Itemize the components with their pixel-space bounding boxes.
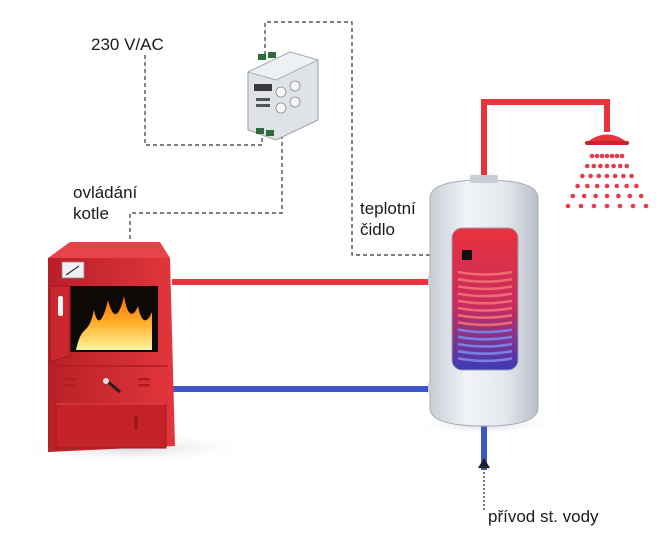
spray-drop: [604, 193, 610, 199]
spray-drop: [604, 183, 610, 189]
spray-drop: [614, 153, 620, 159]
spray-drop: [616, 193, 621, 199]
boiler-control-label-line1: ovládání: [73, 183, 138, 202]
boiler-control-wire: [129, 135, 283, 246]
hot-water-tank-icon: [428, 175, 539, 427]
spray-drop: [570, 193, 576, 199]
spray-drop: [611, 163, 616, 169]
spray-drop: [594, 153, 600, 159]
sensor-wire: [264, 21, 462, 256]
spray-drop: [612, 173, 618, 179]
water-inlet-label: přívod st. vody: [488, 507, 599, 526]
heat-exchanger-coil: [457, 270, 513, 363]
coil-turn: [457, 321, 513, 327]
spray-drop: [575, 183, 580, 189]
spray-drop: [594, 183, 600, 189]
hot-water-outlet-pipe: [481, 99, 610, 182]
coil-turn: [457, 342, 513, 348]
boiler-control-label-line2: kotle: [73, 204, 109, 223]
spray-drop: [598, 163, 603, 169]
spray-drop: [599, 153, 605, 159]
spray-drop: [621, 173, 626, 179]
hot-flow-pipe: [172, 279, 434, 285]
shower-spray: [565, 153, 649, 209]
coil-turn: [457, 299, 513, 305]
spray-drop: [643, 203, 649, 209]
solid-fuel-boiler-icon: [48, 242, 175, 452]
spray-drop: [604, 163, 610, 169]
cold-return-pipe: [172, 386, 434, 392]
coil-turn: [457, 277, 513, 283]
sensor-label-line1: teplotní: [360, 199, 416, 218]
spray-drop: [617, 163, 623, 169]
spray-drop: [591, 163, 597, 169]
supply-voltage-label: 230 V/AC: [91, 35, 164, 54]
spray-drop: [634, 183, 639, 189]
sensor-label-line2: čidlo: [360, 220, 395, 239]
spray-drop: [624, 183, 629, 189]
spray-drop: [589, 153, 595, 159]
spray-drop: [588, 173, 593, 179]
spray-drop: [617, 203, 623, 209]
spray-drop: [581, 193, 587, 199]
spray-drop: [584, 163, 590, 169]
spray-drop: [629, 173, 634, 179]
coil-turn: [457, 292, 513, 298]
coil-turn: [457, 285, 513, 291]
spray-drop: [604, 153, 610, 159]
spray-drop: [630, 203, 636, 209]
coil-turn: [457, 313, 513, 319]
water-inflow-arrow-icon: [478, 458, 490, 510]
spray-drop: [619, 153, 625, 159]
spray-drop: [614, 183, 620, 189]
open-firebox-door: [49, 285, 71, 363]
spray-drop: [604, 173, 610, 179]
spray-drop: [593, 193, 598, 199]
spray-drop: [565, 203, 571, 209]
cold-water-inlet-pipe: [481, 418, 487, 470]
spray-drop: [578, 203, 584, 209]
temperature-sensor-icon: [462, 250, 472, 260]
spray-drop: [627, 193, 633, 199]
tank-cutaway: [451, 227, 519, 371]
pipes: [172, 99, 610, 470]
coil-turn: [457, 349, 513, 355]
spray-drop: [604, 203, 610, 209]
spray-drop: [624, 163, 630, 169]
spray-drop: [609, 153, 615, 159]
spray-drop: [580, 173, 585, 179]
spray-drop: [596, 173, 602, 179]
coil-turn: [457, 270, 513, 276]
shower-head-icon: [585, 134, 629, 145]
spray-drop: [585, 183, 590, 189]
mains-wire: [144, 55, 263, 146]
coil-turn: [457, 306, 513, 312]
din-rail-controller-icon: [246, 51, 320, 141]
spray-drop: [638, 193, 644, 199]
control-wiring: [129, 21, 462, 256]
fire-flames: [76, 296, 152, 350]
coil-turn: [457, 357, 513, 363]
coil-turn: [457, 335, 513, 341]
spray-drop: [591, 203, 597, 209]
coil-turn: [457, 328, 513, 334]
